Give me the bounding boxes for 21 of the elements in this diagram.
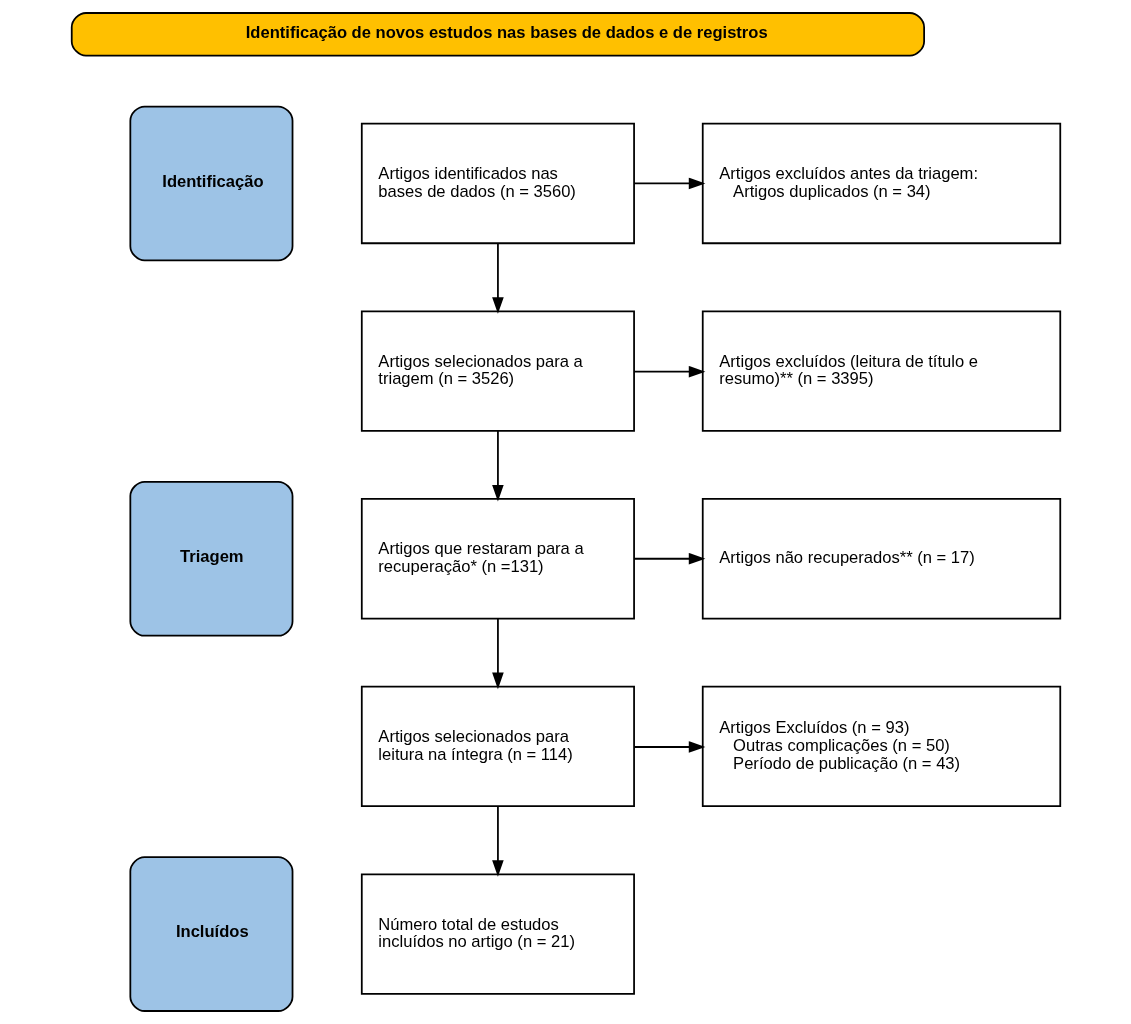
arrow — [632, 552, 705, 565]
arrow — [491, 805, 504, 877]
arrow — [491, 430, 504, 502]
node-box: Artigos excluídos antes da triagem: Artigos duplicados (n = 34) — [701, 122, 1061, 245]
node-box: Artigos selecionados para a triagem (n = 3526) — [360, 310, 635, 432]
node-box: Artigos que restaram para a recuperação* (n =131) — [360, 498, 635, 620]
node-box: Artigos excluídos (leitura de título e resumo)** (n = 3395) — [701, 310, 1061, 432]
node-box: Artigos não recuperados** (n = 17) — [701, 498, 1061, 620]
arrow — [491, 242, 504, 314]
node-box: Identificação — [128, 105, 293, 262]
node-box: Incluídos — [128, 856, 293, 1012]
node-box: Artigos selecionados para leitura na íntegra (n = 114) — [360, 685, 635, 808]
arrow — [632, 365, 705, 378]
arrow — [491, 617, 504, 690]
node-box: Número total de estudos incluídos no artigo (n = 21) — [360, 873, 635, 995]
node-box: Artigos identificados nas bases de dados (n = 3560) — [360, 122, 635, 245]
arrow — [632, 177, 705, 190]
node-box: Triagem — [128, 480, 293, 637]
node-box: Identificação de novos estudos nas bases de dados e de registros — [70, 12, 925, 57]
arrow — [632, 741, 705, 753]
node-box: Artigos Excluídos (n = 93) Outras complicações (n = 50) Período de publicação (n = 43) — [701, 685, 1061, 808]
